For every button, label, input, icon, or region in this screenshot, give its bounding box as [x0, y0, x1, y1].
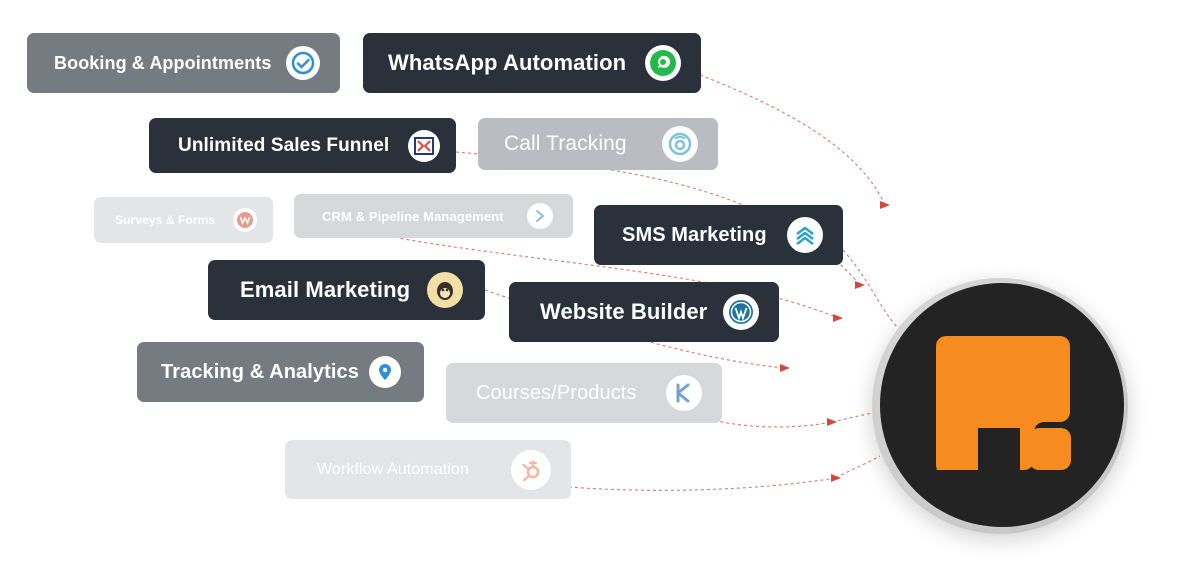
- chip-whatsapp: WhatsApp Automation: [363, 33, 701, 93]
- whatsapp-icon: [645, 45, 681, 81]
- kajabi-icon: [666, 375, 702, 411]
- orange-r-logo-icon: [936, 336, 1071, 470]
- connector-courses-tail: [831, 411, 881, 423]
- mailchimp-icon: [427, 272, 463, 308]
- connector-sms: [842, 249, 901, 331]
- chip-courses-label: Courses/Products: [476, 381, 637, 404]
- connector-workflow: [544, 477, 837, 491]
- callrail-icon: [662, 126, 698, 162]
- chip-workflow-label: Workflow Automation: [317, 460, 469, 478]
- chip-sms: SMS Marketing: [594, 205, 843, 265]
- chip-sales-funnel: Unlimited Sales Funnel: [149, 118, 456, 173]
- chip-crm-label: CRM & Pipeline Management: [322, 208, 504, 224]
- chip-email: Email Marketing: [208, 260, 485, 320]
- check-circle-icon: [286, 46, 320, 80]
- chip-surveys-label: Surveys & Forms: [115, 213, 216, 227]
- chip-website-label: Website Builder: [540, 299, 708, 324]
- wordpress-icon: [723, 294, 759, 330]
- map-pin-icon: [369, 356, 401, 388]
- connector-whatsapp-arrowhead: [880, 201, 890, 209]
- chip-booking: Booking & Appointments: [27, 33, 340, 93]
- chip-tracking: Tracking & Analytics: [137, 342, 424, 402]
- connector-crm-arrowhead: [833, 314, 843, 322]
- chip-surveys: Surveys & Forms: [94, 197, 273, 243]
- chip-whatsapp-label: WhatsApp Automation: [388, 50, 627, 75]
- wufoo-icon: [233, 208, 257, 232]
- connector-whatsapp: [699, 74, 886, 206]
- pipeline-arrow-icon: [527, 203, 553, 229]
- connector-workflow-tail: [835, 455, 881, 479]
- chip-courses: Courses/Products: [446, 363, 722, 423]
- chip-website: Website Builder: [509, 282, 779, 342]
- connector-email-arrowhead: [780, 364, 790, 372]
- chip-crm: CRM & Pipeline Management: [294, 194, 573, 238]
- clickfunnels-icon: [408, 129, 440, 162]
- chip-workflow: Workflow Automation: [285, 440, 571, 499]
- chip-email-label: Email Marketing: [240, 277, 411, 302]
- chip-call-tracking: Call Tracking: [478, 118, 718, 170]
- chip-tracking-label: Tracking & Analytics: [161, 360, 359, 383]
- chip-call-tracking-label: Call Tracking: [504, 132, 627, 155]
- connector-sales-funnel-arrowhead: [855, 281, 865, 289]
- hubspot-icon: [511, 449, 551, 490]
- chip-booking-label: Booking & Appointments: [54, 52, 272, 73]
- chip-sms-label: SMS Marketing: [622, 223, 767, 246]
- sms-stack-icon: [787, 217, 823, 253]
- chip-sales-funnel-label: Unlimited Sales Funnel: [178, 134, 390, 156]
